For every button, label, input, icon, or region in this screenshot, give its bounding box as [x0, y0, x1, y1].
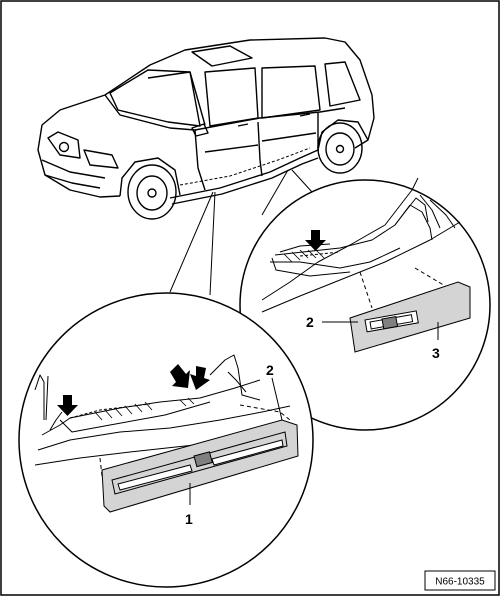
callout-3: 3: [432, 345, 440, 361]
callout-2-right: 2: [306, 314, 314, 330]
detail-circle-right: 2 3: [239, 177, 491, 431]
car-body: [37, 37, 375, 220]
sill-trim-highlight: [179, 147, 311, 186]
detail-circle-left: 1 2: [18, 292, 314, 588]
arrow-left-clip: [57, 395, 78, 416]
arrow-right-clip: [190, 366, 210, 390]
sill-panel-insert: [111, 431, 288, 495]
detail-leader-lines: [169, 169, 313, 296]
end-piece-insert: [364, 310, 419, 333]
callout-1: 1: [185, 511, 193, 527]
arrow-center-clip: [170, 364, 190, 388]
callout-2-left: 2: [266, 362, 274, 378]
callout-leader-2-left: [271, 377, 283, 421]
figure-reference-code: N66-10335: [435, 577, 485, 588]
figure-reference-box: N66-10335: [424, 570, 496, 591]
arrow-right-detail: [305, 230, 326, 251]
